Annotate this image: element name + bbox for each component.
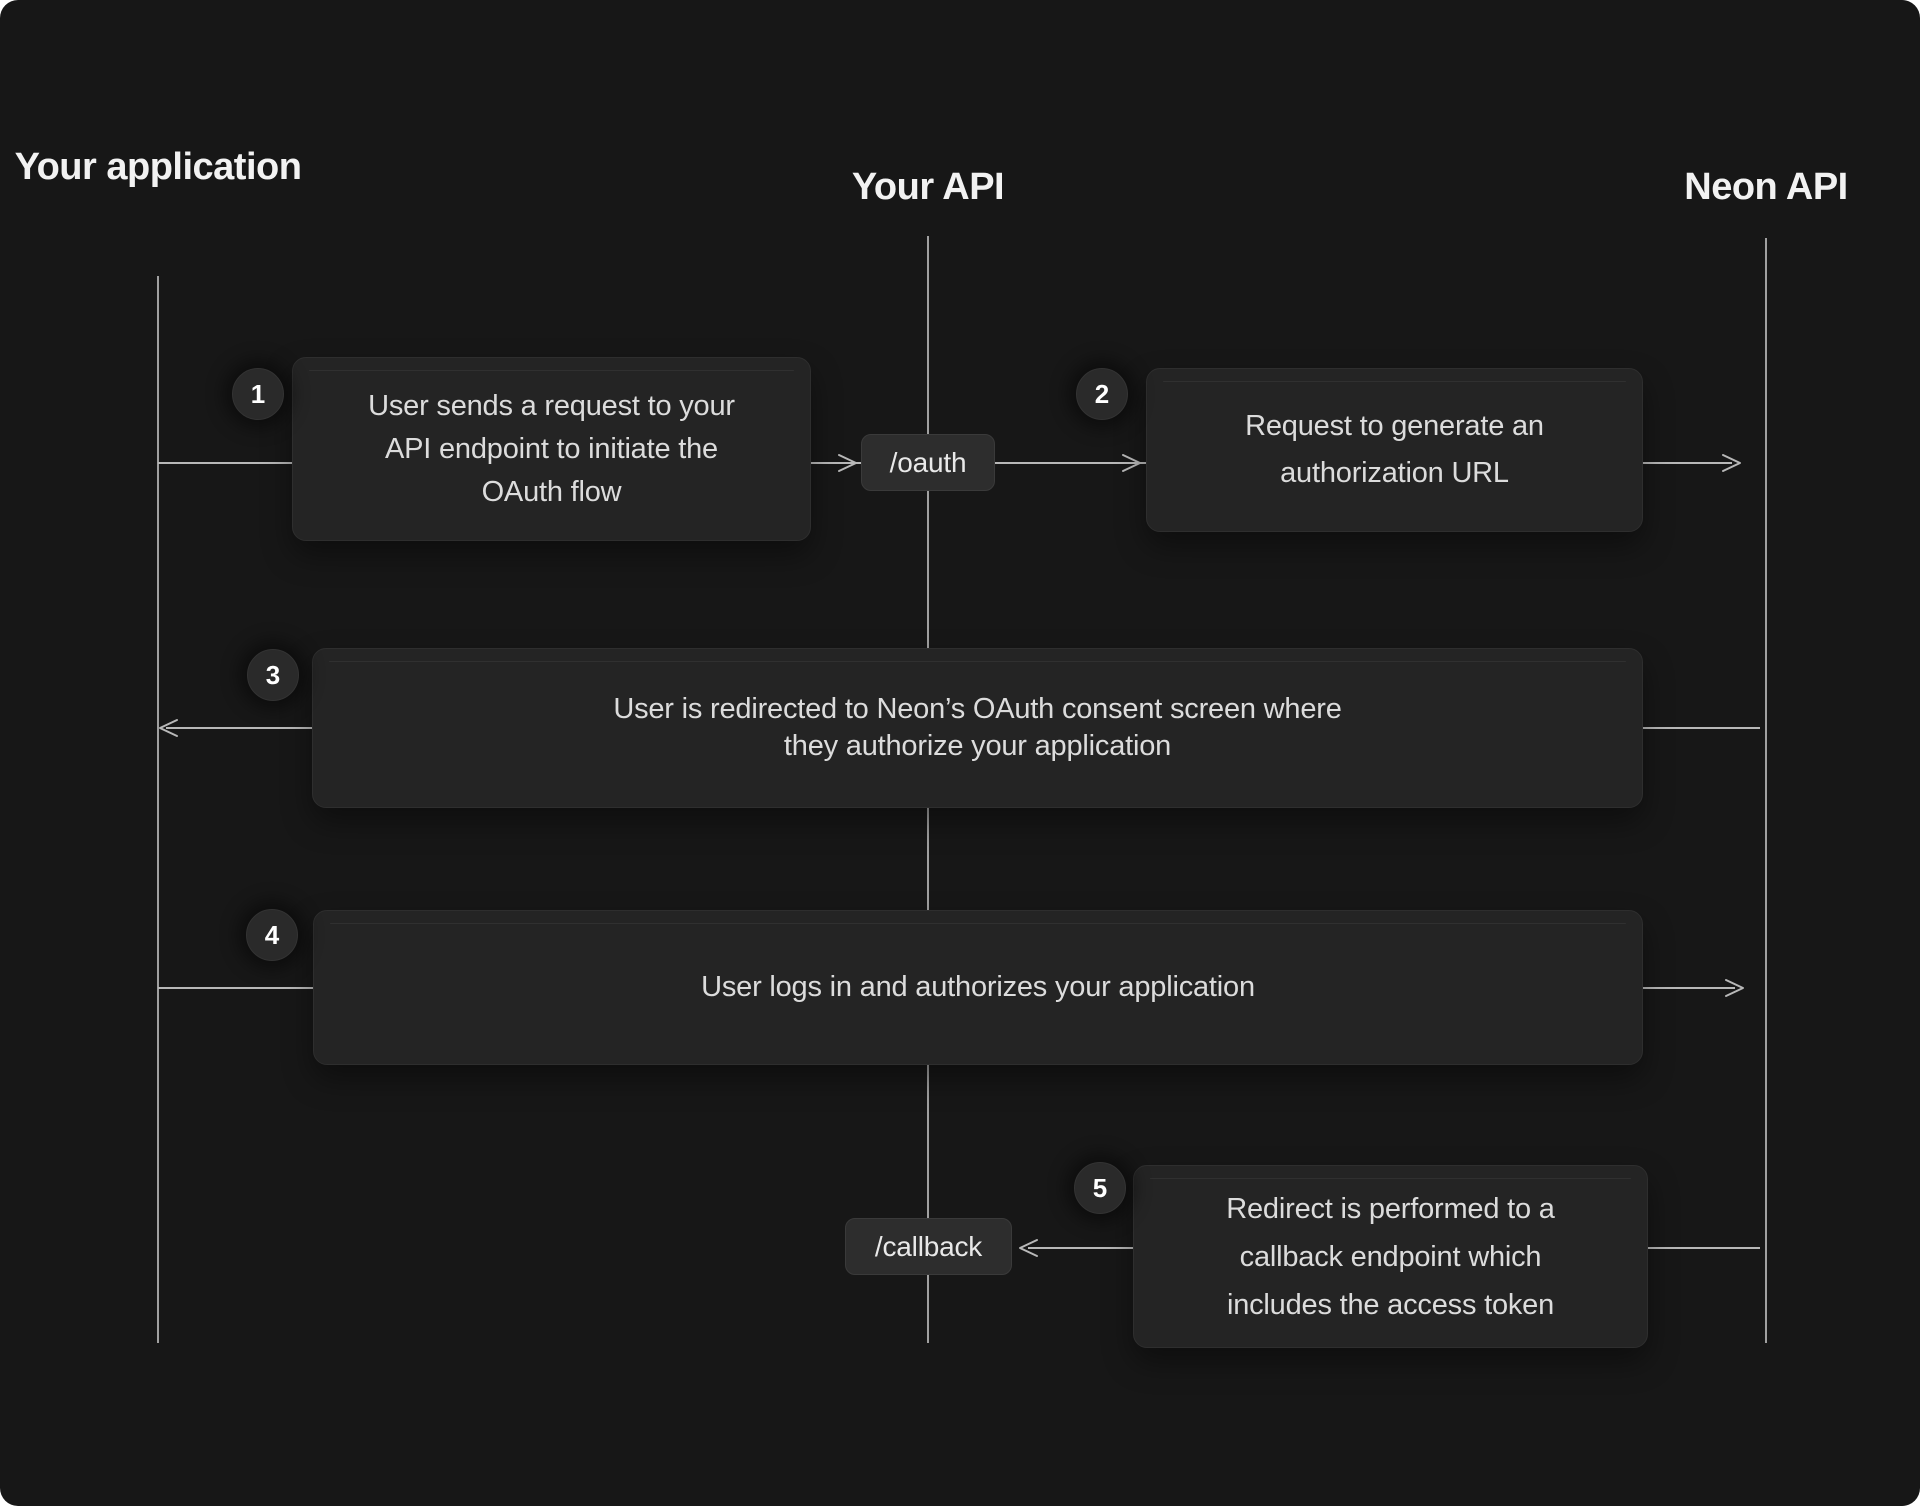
step-2-number: 2 — [1094, 378, 1110, 409]
step-5-line-2: callback endpoint which — [1239, 1240, 1542, 1273]
step-1-line-3: OAuth flow — [481, 475, 622, 508]
step-5-box: Redirect is performed to a callback endp… — [1133, 1165, 1648, 1348]
oauth-endpoint-badge: /oauth — [861, 434, 995, 491]
step-5-line-3: includes the access token — [1226, 1288, 1555, 1321]
step-1-line-1: User sends a request to your — [368, 389, 735, 422]
step-5-line-1: Redirect is performed to a — [1226, 1192, 1555, 1225]
step-1-number: 1 — [250, 378, 266, 409]
step-1-box: User sends a request to your API endpoin… — [292, 357, 811, 541]
step-5-number: 5 — [1092, 1172, 1108, 1203]
step-2-line-2: authorization URL — [1280, 457, 1509, 489]
arrowhead-to-neon-api-icon — [1722, 454, 1741, 472]
step-2-box: Request to generate an authorization URL — [1146, 368, 1643, 532]
callback-endpoint-badge: /callback — [845, 1218, 1012, 1275]
arrowhead-to-callback-icon — [1019, 1239, 1038, 1257]
step-4-number-badge: 4 — [246, 909, 298, 961]
lane-title-your-api: Your API — [851, 166, 1005, 208]
oauth-endpoint-label: /oauth — [889, 446, 967, 478]
callback-endpoint-label: /callback — [874, 1230, 983, 1262]
arrowhead-to-step-2-icon — [1122, 454, 1141, 472]
step-3-number-badge: 3 — [247, 649, 299, 701]
step-3-line-2: they authorize your application — [783, 730, 1172, 762]
arrowhead-to-oauth-icon — [838, 454, 857, 472]
step-4-number: 4 — [264, 919, 280, 950]
step-4-box: User logs in and authorizes your applica… — [313, 910, 1643, 1065]
step-1-number-badge: 1 — [232, 368, 284, 420]
lane-title-your-application: Your application — [14, 146, 302, 188]
step-1-line-2: API endpoint to initiate the — [385, 432, 718, 465]
step-3-box: User is redirected to Neon’s OAuth conse… — [312, 648, 1643, 808]
arrowhead-to-application-icon — [159, 719, 178, 737]
step-5-number-badge: 5 — [1074, 1162, 1126, 1214]
arrowhead-to-neon-api-2-icon — [1725, 979, 1744, 997]
lane-title-neon-api: Neon API — [1684, 166, 1848, 208]
step-3-number: 3 — [265, 659, 281, 690]
step-4-line-1: User logs in and authorizes your applica… — [701, 971, 1255, 1003]
step-3-line-1: User is redirected to Neon’s OAuth conse… — [613, 693, 1342, 725]
step-2-line-1: Request to generate an — [1245, 410, 1544, 442]
step-2-number-badge: 2 — [1076, 368, 1128, 420]
